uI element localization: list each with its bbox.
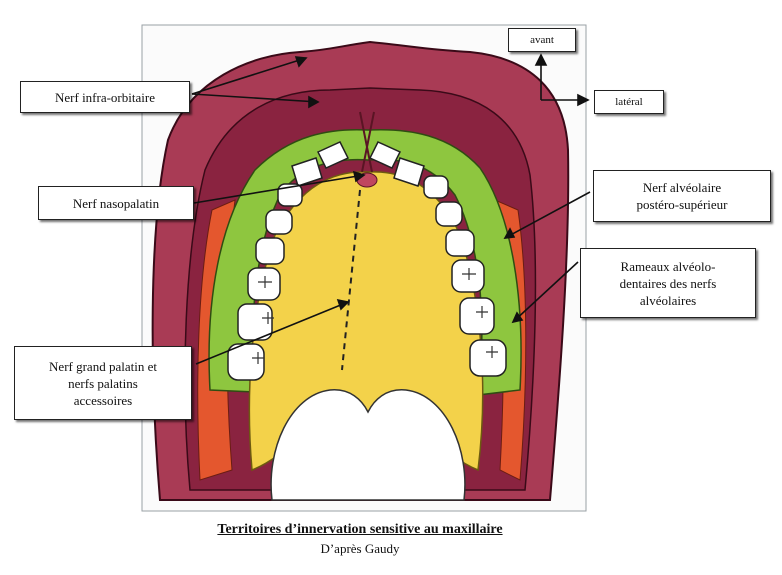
label-line: dentaires des nerfs (619, 275, 717, 291)
tooth (277, 183, 303, 207)
tooth (451, 259, 485, 293)
orientation-lateral: latéral (594, 90, 664, 114)
orientation-lateral-text: latéral (615, 95, 643, 108)
arrow-up-icon (534, 53, 548, 66)
tooth (265, 209, 293, 235)
maxilla-diagram (141, 24, 591, 512)
tooth (247, 267, 281, 301)
label-line: accessoires (73, 392, 133, 408)
pointer-nasopalatin (193, 174, 365, 204)
pointer-infra-orbitaire-2 (191, 93, 319, 103)
pointer-lines (191, 56, 591, 365)
tooth (435, 201, 463, 227)
figure-caption: Territoires d’innervation sensitive au m… (217, 522, 503, 537)
label-line: postéro-supérieur (636, 197, 728, 212)
label-nasopalatin-text: Nerf nasopalatin (72, 195, 160, 211)
tooth-fissures (252, 268, 498, 364)
figure-source: D’après Gaudy (320, 541, 400, 556)
label-line: nerfs palatins (68, 375, 138, 391)
orientation-avant-text: avant (530, 33, 554, 46)
palate-opening (270, 389, 466, 501)
label-nasopalatin: Nerf nasopalatin (38, 186, 194, 220)
orientation-avant: avant (508, 28, 576, 52)
label-alveolaire-ps: Nerf alvéolaire postéro-supérieur (593, 170, 771, 222)
pointer-alveolaire-ps (504, 191, 591, 239)
pointer-infra-orbitaire-1 (191, 57, 307, 95)
tooth (423, 175, 449, 199)
label-line: Nerf alvéolaire (642, 180, 722, 195)
label-infra-orbitaire-text: Nerf infra-orbitaire (55, 89, 155, 105)
tooth (316, 141, 350, 169)
tooth (459, 297, 495, 335)
tooth (469, 339, 507, 377)
median-raphe (341, 189, 361, 371)
nasopalatine-nerve-mark (359, 111, 375, 173)
label-infra-orbitaire: Nerf infra-orbitaire (20, 81, 190, 113)
tooth (255, 237, 285, 265)
pointer-grand-palatin (195, 301, 349, 365)
label-grand-palatin: Nerf grand palatin et nerfs palatins acc… (14, 346, 192, 420)
pointer-rameaux (512, 261, 579, 323)
label-line: alvéolaires (639, 292, 697, 308)
teeth-right (368, 141, 507, 377)
label-line: Rameaux alvéolo- (620, 258, 716, 274)
label-line: Nerf grand palatin et (49, 358, 157, 374)
tooth (291, 157, 323, 187)
orientation-arrows (534, 53, 590, 107)
tooth (445, 229, 475, 257)
arrow-right-icon (577, 93, 590, 107)
tooth (393, 157, 425, 187)
tooth (368, 141, 402, 169)
label-rameaux: Rameaux alvéolo- dentaires des nerfs alv… (580, 248, 756, 318)
